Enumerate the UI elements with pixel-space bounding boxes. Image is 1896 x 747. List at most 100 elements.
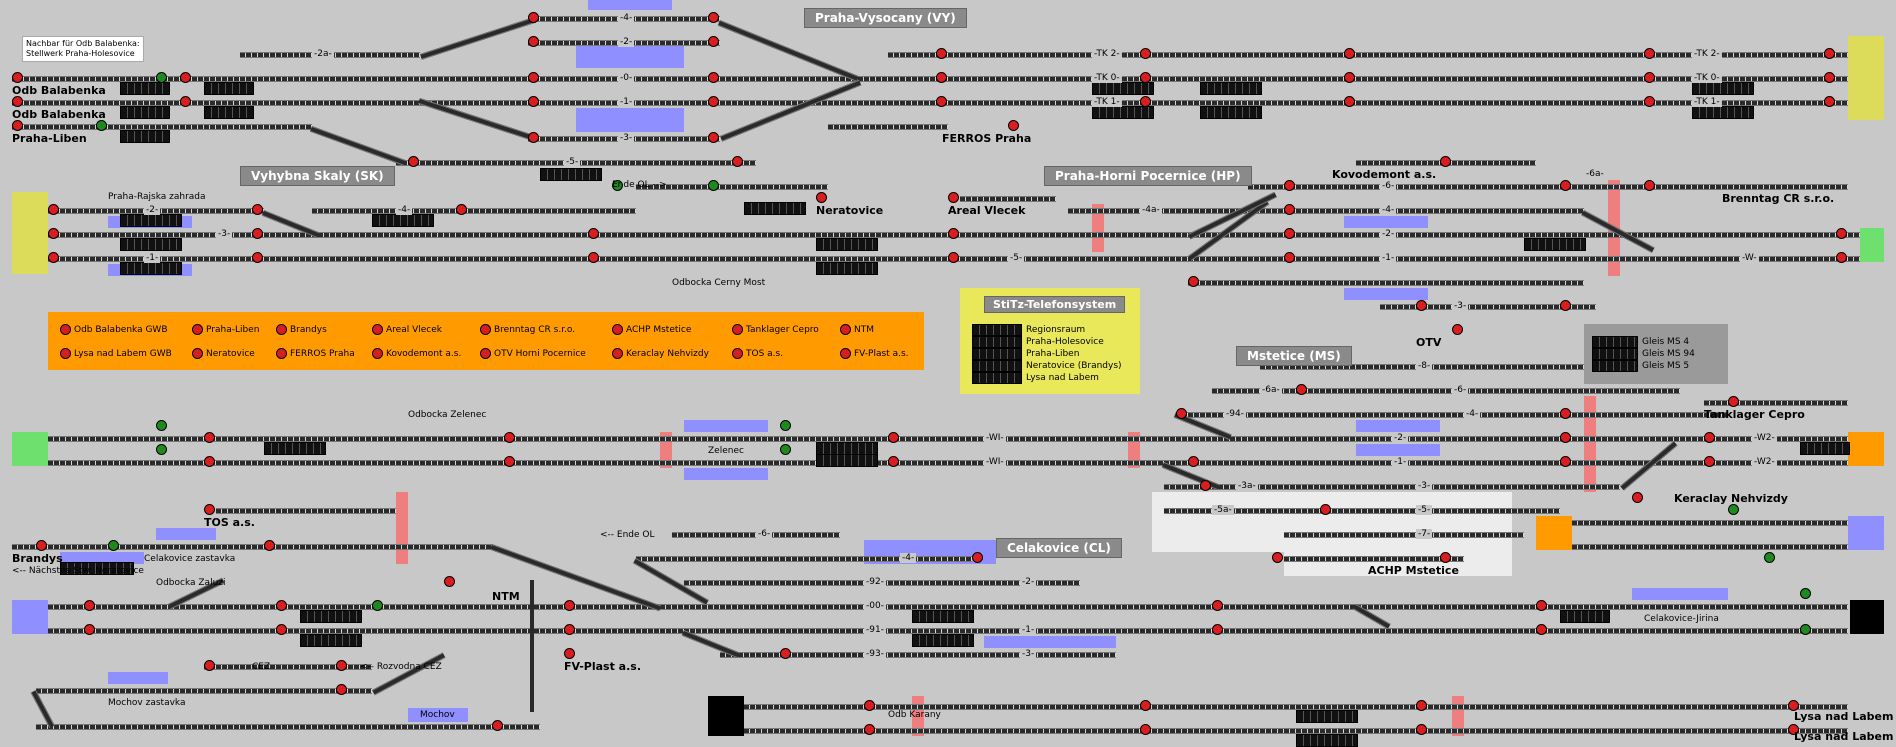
end-box-celakovice-west[interactable] bbox=[12, 600, 48, 634]
signal[interactable] bbox=[252, 252, 263, 263]
signal[interactable] bbox=[528, 36, 539, 47]
track-vy-liben[interactable] bbox=[12, 124, 312, 130]
signal[interactable] bbox=[936, 72, 947, 83]
signal[interactable] bbox=[12, 72, 23, 83]
switch-diag-15[interactable] bbox=[681, 630, 740, 659]
signal[interactable] bbox=[1644, 48, 1655, 59]
signal[interactable] bbox=[1836, 228, 1847, 239]
station-vysocany[interactable]: Praha-Vysocany (VY) bbox=[804, 8, 967, 28]
legend-item[interactable]: Keraclay Nehvizdy bbox=[612, 348, 709, 359]
station-mstetice[interactable]: Mstetice (MS) bbox=[1236, 346, 1352, 366]
signal[interactable] bbox=[180, 96, 191, 107]
signal[interactable] bbox=[504, 456, 515, 467]
signal-green[interactable] bbox=[780, 444, 791, 455]
track-ms-6[interactable] bbox=[1212, 388, 1680, 394]
signal[interactable] bbox=[1824, 96, 1835, 107]
signal-green[interactable] bbox=[612, 180, 623, 191]
gleis-row[interactable]: Gleis MS 94 bbox=[1592, 348, 1695, 360]
signal[interactable] bbox=[1140, 72, 1151, 83]
track-hp-4[interactable] bbox=[1248, 208, 1584, 214]
signal[interactable] bbox=[1416, 700, 1427, 711]
legend-item[interactable]: FV-Plast a.s. bbox=[840, 348, 909, 359]
signal[interactable] bbox=[1440, 156, 1451, 167]
legend-item[interactable]: NTM bbox=[840, 324, 874, 335]
signal[interactable] bbox=[1416, 300, 1427, 311]
track-areal[interactable] bbox=[960, 196, 1056, 202]
signal[interactable] bbox=[204, 504, 215, 515]
signal[interactable] bbox=[1296, 384, 1307, 395]
legend-item[interactable]: OTV Horni Pocernice bbox=[480, 348, 586, 359]
signal[interactable] bbox=[276, 624, 287, 635]
track-tos[interactable] bbox=[216, 508, 396, 514]
signal[interactable] bbox=[1284, 180, 1295, 191]
legend-item[interactable]: FERROS Praha bbox=[276, 348, 355, 359]
telefon-row[interactable]: Praha-Holesovice bbox=[972, 336, 1104, 348]
signal[interactable] bbox=[528, 72, 539, 83]
track-vy-main-upper[interactable] bbox=[12, 76, 1848, 82]
signal[interactable] bbox=[1536, 600, 1547, 611]
signal[interactable] bbox=[1644, 72, 1655, 83]
signal[interactable] bbox=[456, 204, 467, 215]
station-pocernice[interactable]: Praha-Horni Pocernice (HP) bbox=[1044, 166, 1252, 186]
signal[interactable] bbox=[588, 228, 599, 239]
signal[interactable] bbox=[36, 540, 47, 551]
signal[interactable] bbox=[564, 624, 575, 635]
signal[interactable] bbox=[336, 660, 347, 671]
track-ms-achp[interactable] bbox=[1284, 556, 1464, 562]
signal[interactable] bbox=[1788, 724, 1799, 735]
signal[interactable] bbox=[1452, 324, 1463, 335]
switch-diag-3[interactable] bbox=[717, 20, 860, 82]
track-cez[interactable] bbox=[204, 664, 372, 670]
signal[interactable] bbox=[1140, 48, 1151, 59]
signal[interactable] bbox=[48, 204, 59, 215]
signal[interactable] bbox=[1176, 408, 1187, 419]
legend-item[interactable]: Odb Balabenka GWB bbox=[60, 324, 168, 335]
signal[interactable] bbox=[936, 96, 947, 107]
track-cl-main-upper[interactable] bbox=[48, 604, 1848, 610]
signal[interactable] bbox=[708, 36, 719, 47]
legend-item[interactable]: Neratovice bbox=[192, 348, 255, 359]
signal[interactable] bbox=[1824, 48, 1835, 59]
signal[interactable] bbox=[264, 540, 275, 551]
signal[interactable] bbox=[1140, 700, 1151, 711]
signal[interactable] bbox=[1704, 456, 1715, 467]
switch-diag-1[interactable] bbox=[420, 16, 536, 60]
signal[interactable] bbox=[1836, 252, 1847, 263]
signal[interactable] bbox=[708, 96, 719, 107]
signal-green[interactable] bbox=[780, 420, 791, 431]
signal[interactable] bbox=[1320, 504, 1331, 515]
signal[interactable] bbox=[1560, 300, 1571, 311]
signal[interactable] bbox=[1284, 204, 1295, 215]
track-mochov-low[interactable] bbox=[36, 724, 540, 730]
telefon-row[interactable]: Regionsraum bbox=[972, 324, 1085, 336]
end-box-jirina-east[interactable] bbox=[1850, 600, 1884, 634]
track-cl-3[interactable] bbox=[720, 652, 1116, 658]
legend-item[interactable]: Brandys bbox=[276, 324, 327, 335]
signal[interactable] bbox=[204, 432, 215, 443]
signal[interactable] bbox=[588, 252, 599, 263]
end-box-karany-west[interactable] bbox=[708, 696, 744, 736]
signal[interactable] bbox=[1200, 480, 1211, 491]
track-zelenec-lower[interactable] bbox=[48, 460, 1848, 466]
track-neratovice[interactable] bbox=[636, 184, 828, 190]
station-celakovice[interactable]: Celakovice (CL) bbox=[996, 538, 1122, 558]
gleis-row[interactable]: Gleis MS 4 bbox=[1592, 336, 1689, 348]
signal[interactable] bbox=[492, 720, 503, 731]
track-ms-5[interactable] bbox=[1164, 508, 1560, 514]
signal[interactable] bbox=[1212, 600, 1223, 611]
signal[interactable] bbox=[1644, 96, 1655, 107]
signal[interactable] bbox=[1560, 408, 1571, 419]
track-hp-6[interactable] bbox=[1248, 184, 1656, 190]
signal-green[interactable] bbox=[1764, 552, 1775, 563]
signal[interactable] bbox=[204, 456, 215, 467]
track-ms-8[interactable] bbox=[1260, 364, 1620, 370]
signal[interactable] bbox=[444, 576, 455, 587]
track-keraclay[interactable] bbox=[1572, 520, 1848, 526]
telefon-row[interactable]: Lysa nad Labem bbox=[972, 372, 1099, 384]
signal[interactable] bbox=[204, 660, 215, 671]
signal[interactable] bbox=[816, 192, 827, 203]
signal[interactable] bbox=[1188, 456, 1199, 467]
switch-diag-16[interactable] bbox=[372, 652, 446, 696]
switch-diag-4[interactable] bbox=[720, 79, 862, 142]
legend-item[interactable]: Tanklager Cepro bbox=[732, 324, 819, 335]
